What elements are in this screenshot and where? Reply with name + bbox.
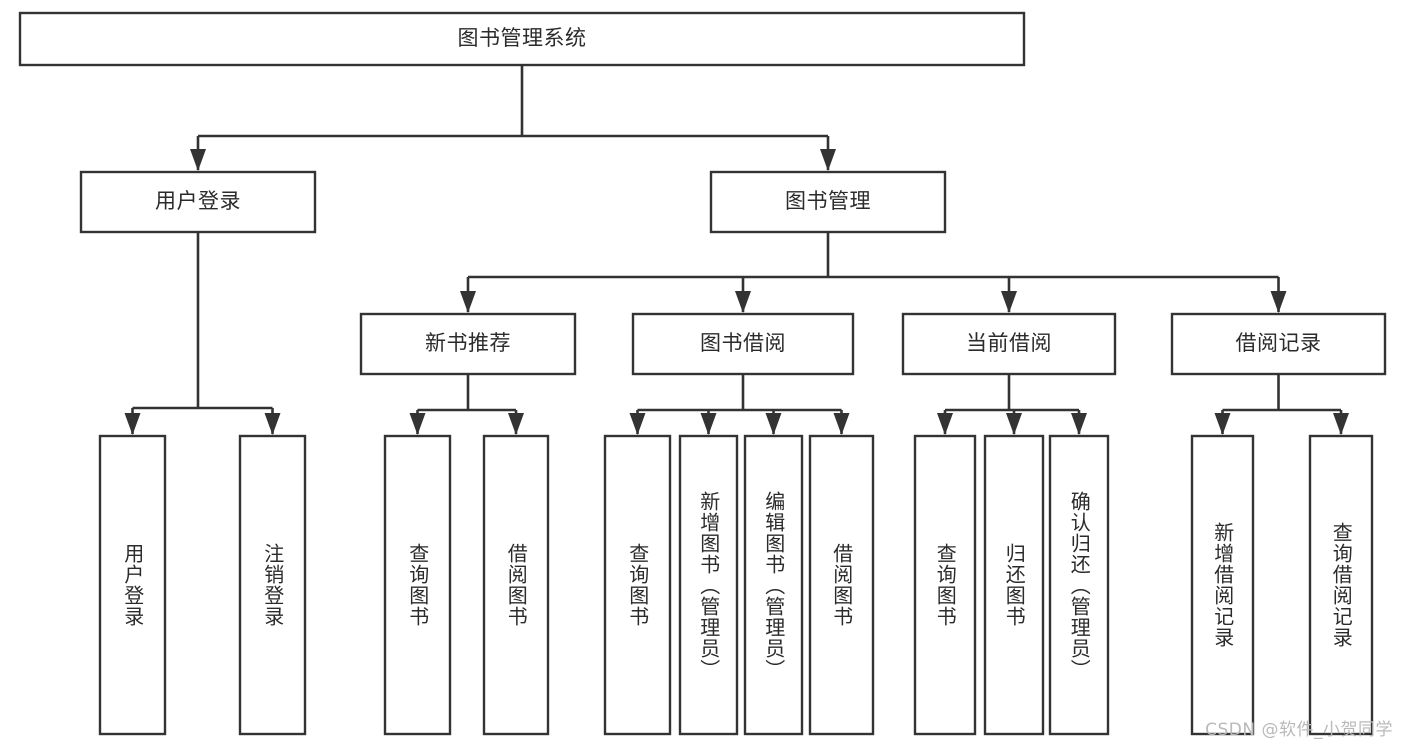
- arrow-head-icon: [508, 413, 524, 435]
- arrow-head-icon: [735, 291, 751, 313]
- arrow-head-icon: [190, 149, 206, 171]
- arrow-head-icon: [1071, 413, 1087, 435]
- node-root[interactable]: [18, 11, 1026, 67]
- arrow-head-icon: [820, 149, 836, 171]
- node-leaf-user-login[interactable]: [98, 434, 167, 736]
- arrow-head-icon: [409, 413, 426, 435]
- node-leaf-add-book[interactable]: [678, 434, 739, 736]
- arrow-head-icon: [629, 413, 646, 435]
- arrow-head-icon: [833, 413, 850, 435]
- node-leaf-edit-book[interactable]: [743, 434, 804, 736]
- node-leaf-logout-login[interactable]: [238, 434, 307, 736]
- node-user-login[interactable]: [79, 170, 317, 234]
- node-leaf-query-book-2[interactable]: [603, 434, 672, 736]
- node-book-management[interactable]: [709, 170, 947, 234]
- arrow-head-icon: [1214, 413, 1231, 435]
- node-leaf-query-book-1[interactable]: [383, 434, 452, 736]
- node-rect-layer: [18, 11, 1387, 736]
- node-leaf-add-borrow-record[interactable]: [1190, 434, 1255, 736]
- arrow-head-icon: [460, 291, 476, 313]
- node-borrow-record[interactable]: [1170, 312, 1387, 376]
- node-leaf-return-book[interactable]: [983, 434, 1045, 736]
- arrow-head-icon: [1270, 291, 1287, 313]
- arrow-head-icon: [1333, 413, 1349, 435]
- arrow-head-icon: [1006, 413, 1022, 435]
- arrow-head-icon: [937, 413, 953, 435]
- csdn-watermark: CSDN @软件_小贺同学: [1205, 720, 1393, 740]
- arrow-head-icon: [264, 413, 281, 435]
- arrow-head-icon: [765, 413, 782, 435]
- node-current-borrow[interactable]: [901, 312, 1117, 376]
- node-leaf-query-borrow-record[interactable]: [1308, 434, 1374, 736]
- node-book-borrow[interactable]: [631, 312, 855, 376]
- node-leaf-query-book-3[interactable]: [913, 434, 977, 736]
- arrow-head-icon: [1001, 291, 1017, 313]
- node-leaf-borrow-book-1[interactable]: [482, 434, 550, 736]
- node-leaf-borrow-book-2[interactable]: [808, 434, 875, 736]
- arrow-head-icon: [700, 413, 717, 435]
- arrow-head-icon: [124, 413, 141, 435]
- connector-layer: [124, 65, 1349, 435]
- node-new-book-recommend[interactable]: [359, 312, 577, 376]
- node-leaf-confirm-return[interactable]: [1048, 434, 1110, 736]
